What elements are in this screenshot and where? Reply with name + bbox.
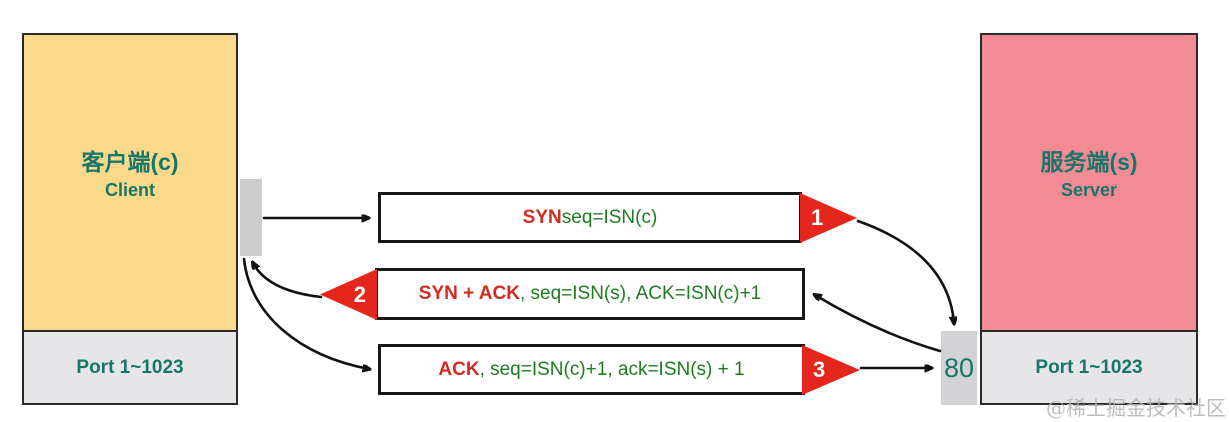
server-subtitle: Server (1060, 180, 1118, 200)
arrow-syn-to-server80 (856, 219, 954, 323)
message-syn-ack: SYN + ACK , seq=ISN(s), ACK=ISN(c)+1 (375, 268, 805, 320)
client-port-label: Port 1~1023 (76, 356, 184, 378)
client-body: 客户端(c) Client (24, 35, 236, 330)
message-syn-detail: seq=ISN(c) (561, 206, 658, 228)
message-ack-detail: , seq=ISN(c)+1, ack=ISN(s) + 1 (479, 358, 745, 380)
step-2-number: 2 (353, 281, 366, 307)
arrow-synack-to-client (253, 263, 323, 299)
server-box: 服务端(s) Server Port 1~1023 (980, 33, 1198, 405)
server-port-80-tab: 80 (941, 331, 977, 405)
step-3-number: 3 (813, 357, 826, 382)
arrow-server80-to-synack (815, 295, 942, 353)
step-1-arrow-badge: 1 (800, 193, 857, 243)
server-title: 服务端(s) (1040, 149, 1138, 175)
client-ephemeral-port-tab (240, 179, 262, 256)
step-2-arrow-badge: 2 (320, 269, 377, 320)
step-3-arrow-badge: 3 (802, 345, 860, 395)
message-syn-ack-detail: , seq=ISN(s), ACK=ISN(c)+1 (519, 283, 762, 304)
server-port-label: Port 1~1023 (1035, 356, 1143, 378)
message-ack-flag: ACK (438, 358, 480, 380)
client-box: 客户端(c) Client Port 1~1023 (22, 33, 238, 405)
step-1-number: 1 (811, 205, 824, 230)
server-body: 服务端(s) Server (982, 35, 1196, 330)
watermark: @稀土掘金技术社区 (1046, 396, 1226, 420)
message-syn-ack-flag: SYN + ACK (418, 283, 520, 304)
arrow-client-to-ack (242, 257, 369, 369)
message-syn: SYN seq=ISN(c) (378, 192, 802, 243)
client-title: 客户端(c) (81, 149, 179, 175)
server-port-strip: Port 1~1023 (982, 330, 1196, 403)
client-subtitle: Client (104, 180, 155, 200)
message-syn-flag: SYN (522, 206, 562, 228)
message-ack: ACK, seq=ISN(c)+1, ack=ISN(s) + 1 (378, 344, 805, 395)
client-port-strip: Port 1~1023 (24, 330, 236, 403)
